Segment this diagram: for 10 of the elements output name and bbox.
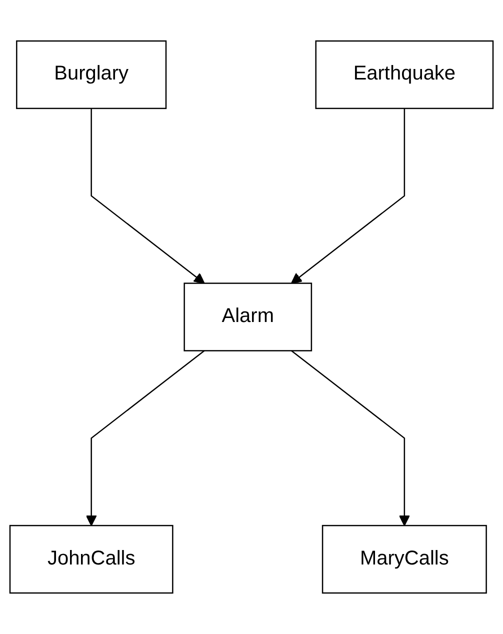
diagram: Burglary Earthquake Alarm JohnCalls MaryCalls [0, 31, 503, 603]
node-box [9, 524, 174, 594]
node-box [184, 282, 312, 352]
arrow [86, 350, 205, 526]
node-box [315, 40, 494, 110]
node-box [322, 524, 487, 594]
node-box [16, 40, 167, 110]
arrow [90, 108, 205, 284]
arrow [290, 108, 406, 284]
arrow [291, 350, 410, 526]
